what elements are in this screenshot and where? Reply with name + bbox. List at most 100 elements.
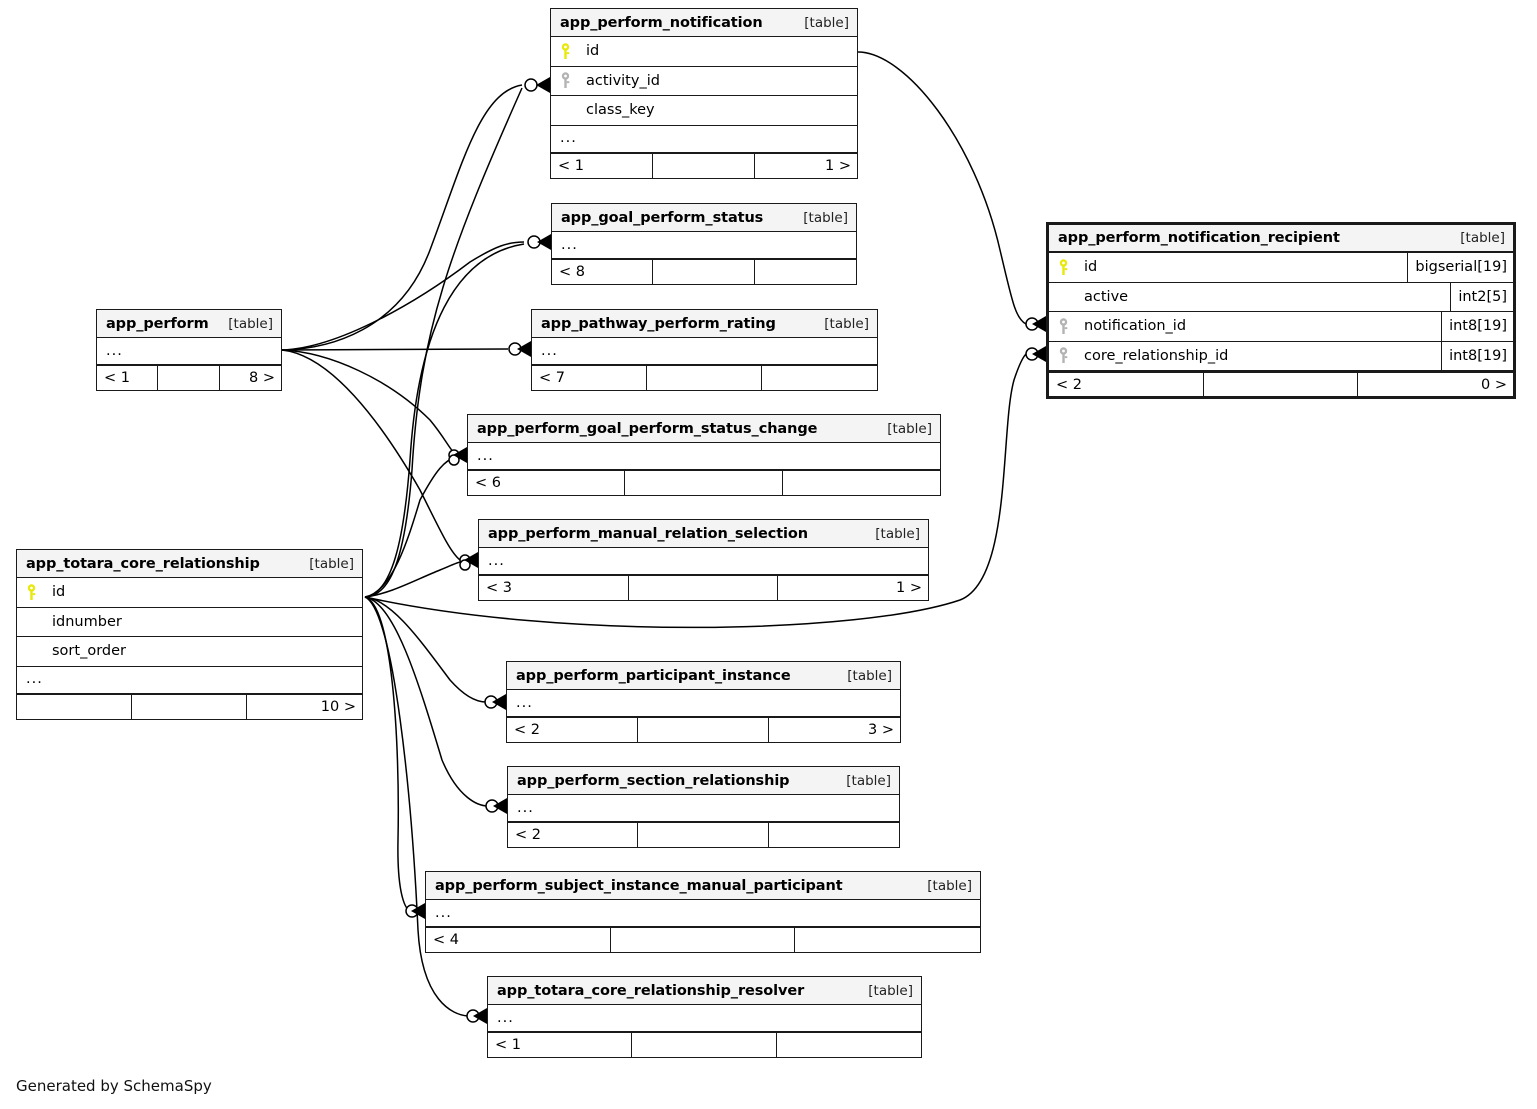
table-name: app_pathway_perform_rating: [541, 315, 776, 332]
footer-cell: [762, 366, 877, 390]
footer-cell: [795, 928, 980, 952]
column-cell: notification_id: [1049, 312, 1441, 341]
column-cell: core_relationship_id: [1049, 342, 1441, 371]
table-app_perform_section_relationship[interactable]: app_perform_section_relationship[table].…: [507, 766, 900, 848]
key-icon-primary: [1058, 259, 1084, 276]
footer-cell: [777, 1033, 921, 1057]
more-columns-row[interactable]: ...: [17, 667, 362, 694]
table-app_goal_perform_status[interactable]: app_goal_perform_status[table]...< 8: [551, 203, 857, 285]
table-name: app_perform_participant_instance: [516, 667, 791, 684]
column-cell: active: [1049, 283, 1450, 312]
footer-cell: < 8: [552, 260, 654, 284]
table-row[interactable]: class_key: [551, 96, 857, 126]
table-name: app_perform_goal_perform_status_change: [477, 420, 818, 437]
table-tag: [table]: [927, 877, 972, 894]
footer-cell: < 1: [97, 366, 159, 390]
table-footer: < 7: [532, 365, 877, 390]
ellipsis-label: ...: [497, 1009, 514, 1026]
table-footer: < 1 1 >: [551, 152, 857, 178]
table-header: app_perform[table]: [97, 310, 281, 338]
footer-cell: < 2: [508, 823, 639, 847]
more-columns-row[interactable]: ...: [551, 126, 857, 153]
key-icon-foreign: [1058, 347, 1084, 364]
column-name: activity_id: [586, 72, 660, 89]
table-name: app_perform_notification: [560, 14, 763, 31]
footer-cell: < 7: [532, 366, 647, 390]
footer-cell: 1 >: [896, 580, 923, 596]
table-header: app_perform_notification_recipient[table…: [1049, 225, 1513, 253]
table-row[interactable]: activity_id: [551, 67, 857, 96]
table-row[interactable]: id: [551, 37, 857, 67]
footer-cell: [769, 823, 899, 847]
ellipsis-label: ...: [26, 671, 43, 688]
footer-cell: [653, 153, 755, 178]
table-tag: [table]: [804, 14, 849, 31]
table-footer: < 8: [552, 259, 856, 284]
table-row[interactable]: idnumber: [17, 608, 362, 637]
table-name: app_perform_section_relationship: [517, 772, 790, 789]
ellipsis-label: ...: [516, 694, 533, 711]
table-app_perform_manual_relation_selection[interactable]: app_perform_manual_relation_selection[ta…: [478, 519, 929, 601]
more-columns-row[interactable]: ...: [468, 443, 940, 470]
footer-cell: [611, 928, 796, 952]
table-footer: < 4: [426, 927, 980, 952]
table-app_pathway_perform_rating[interactable]: app_pathway_perform_rating [table]... < 7: [531, 309, 878, 391]
column-name: class_key: [586, 102, 655, 119]
key-icon-foreign: [1058, 318, 1084, 335]
table-app_perform_notification[interactable]: app_perform_notification [table] id activit…: [550, 8, 858, 179]
table-app_perform_subject_instance_manual_participant[interactable]: app_perform_subject_instance_manual_part…: [425, 871, 981, 953]
ellipsis-label: ...: [541, 342, 558, 359]
table-header: app_perform_participant_instance [table]: [507, 662, 900, 690]
more-columns-row[interactable]: ...: [479, 548, 928, 575]
table-header: app_perform_manual_relation_selection[ta…: [479, 520, 928, 548]
column-type: int8[19]: [1441, 312, 1513, 341]
footer-cell: [755, 260, 856, 284]
table-footer: < 3 1 >: [479, 575, 928, 600]
footer-cell: [783, 471, 940, 495]
table-tag: [table]: [309, 555, 354, 572]
more-columns-row[interactable]: ...: [532, 338, 877, 365]
more-columns-row[interactable]: ...: [552, 232, 856, 259]
more-columns-row[interactable]: ...: [508, 795, 899, 822]
table-app_perform_goal_perform_status_change[interactable]: app_perform_goal_perform_status_change [t…: [467, 414, 941, 496]
column-name: id: [1084, 259, 1098, 276]
table-footer: < 6: [468, 470, 940, 495]
table-tag: [table]: [1460, 230, 1505, 246]
column-cell: activity_id: [551, 67, 857, 96]
footer-cell: < 1: [551, 153, 653, 178]
column-cell: idnumber: [17, 608, 362, 637]
footer-cell: 1 >: [825, 157, 851, 174]
table-app_perform_participant_instance[interactable]: app_perform_participant_instance [table].…: [506, 661, 901, 743]
more-columns-row[interactable]: ...: [97, 338, 281, 365]
footer-cell: [629, 576, 779, 600]
key-icon-primary: [560, 43, 586, 60]
table-name: app_totara_core_relationship_resolver: [497, 982, 805, 999]
more-columns-row[interactable]: ...: [488, 1005, 921, 1032]
table-tag: [table]: [824, 315, 869, 332]
footer-cell: < 3: [479, 576, 629, 600]
table-row[interactable]: id: [17, 578, 362, 608]
table-app_totara_core_relationship_resolver[interactable]: app_totara_core_relationship_resolver [ta…: [487, 976, 922, 1058]
more-columns-row[interactable]: ...: [507, 690, 900, 717]
table-footer: 10 >: [17, 693, 362, 719]
footer-cell: [638, 718, 769, 742]
table-name: app_goal_perform_status: [561, 209, 764, 226]
table-name: app_perform_manual_relation_selection: [488, 525, 809, 542]
footer-cell: [638, 823, 769, 847]
column-cell: class_key: [551, 96, 857, 125]
table-tag: [table]: [847, 667, 892, 684]
table-tag: [table]: [228, 315, 273, 332]
table-tag: [table]: [887, 420, 932, 437]
more-columns-row[interactable]: ...: [426, 900, 980, 927]
table-tag: [table]: [868, 982, 913, 999]
table-row[interactable]: sort_order: [17, 637, 362, 667]
footer-cell: 0 >: [1481, 376, 1508, 393]
table-app_perform_notification_recipient[interactable]: app_perform_notification_recipient[table…: [1046, 222, 1516, 399]
